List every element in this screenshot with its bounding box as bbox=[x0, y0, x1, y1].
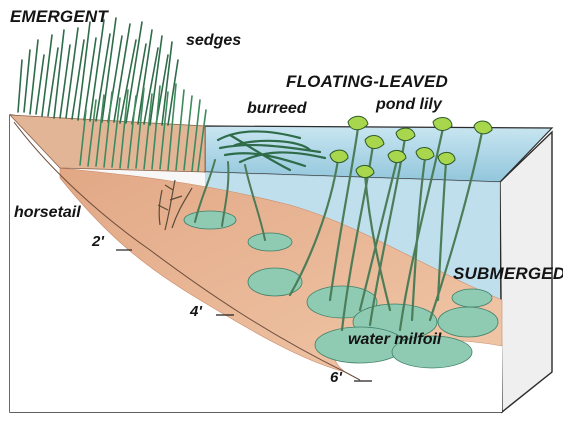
burreed-label: burreed bbox=[247, 101, 307, 117]
sedges-label: sedges bbox=[186, 33, 241, 49]
depth-label-6ft: 6' bbox=[330, 370, 342, 385]
depth-label-4ft: 4' bbox=[190, 304, 202, 319]
submerged-zone-label: SUBMERGED bbox=[453, 265, 563, 282]
depth-label-2ft: 2' bbox=[92, 234, 104, 249]
floating-leaved-zone-label: FLOATING-LEAVED bbox=[286, 73, 448, 90]
emergent-sedges bbox=[18, 18, 178, 125]
pond-lily-label: pond lily bbox=[376, 97, 442, 113]
water-milfoil-label: water milfoil bbox=[348, 332, 441, 348]
horsetail-label: horsetail bbox=[14, 205, 81, 221]
emergent-zone-label: EMERGENT bbox=[10, 8, 108, 25]
